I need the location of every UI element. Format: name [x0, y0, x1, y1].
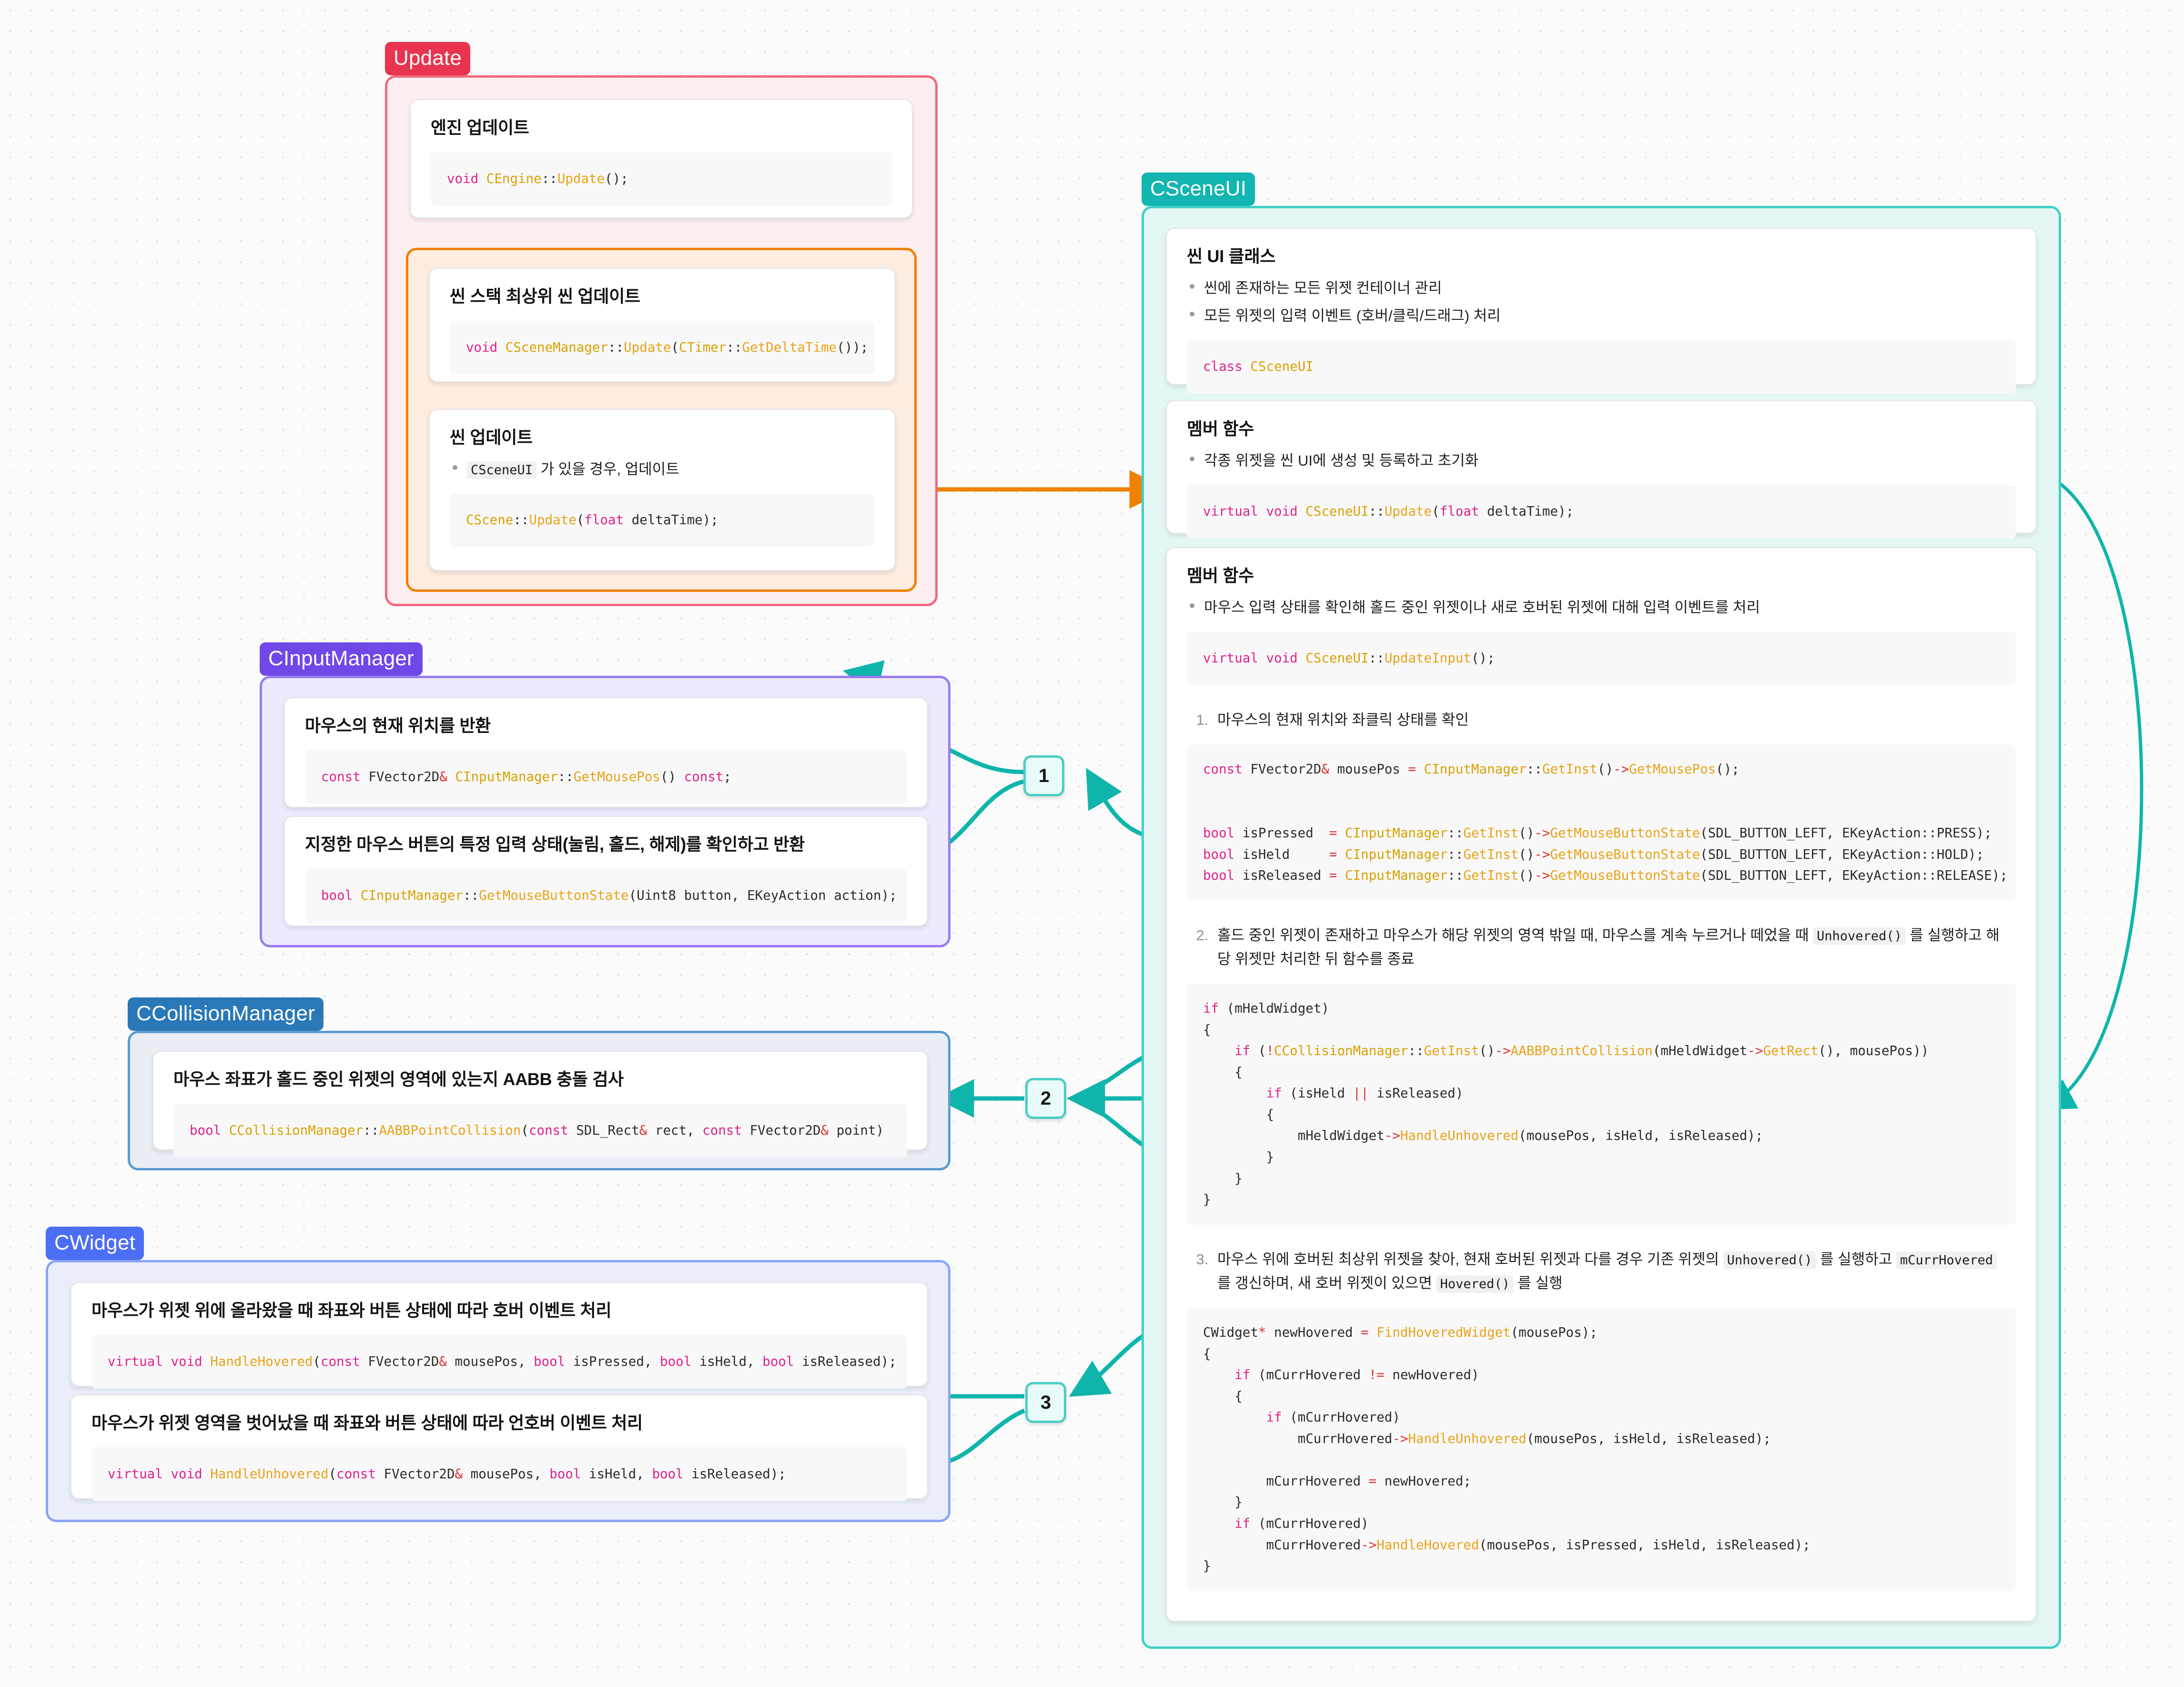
- code-block: void CSceneManager::Update(CTimer::GetDe…: [450, 320, 875, 375]
- card-title: 엔진 업데이트: [431, 118, 529, 137]
- step-list: 마우스의 현재 위치와 좌클릭 상태를 확인: [1167, 701, 2036, 732]
- step-text-b: 를 실행하고 해당 위젯만 처리한 뒤 함수를 종료: [1217, 926, 2000, 967]
- card-getmousebuttonstate: 지정한 마우스 버튼의 특정 입력 상태(눌림, 홀드, 해제)를 확인하고 반…: [284, 816, 928, 926]
- group-label-ccollisionmanager: CCollisionManager: [128, 997, 324, 1031]
- group-label-csceneui: CSceneUI: [1142, 173, 1255, 206]
- code-block-step3: CWidget* newHovered = FindHoveredWidget(…: [1187, 1308, 2016, 1591]
- card-handlehovered: 마우스가 위젯 위에 올라왔을 때 좌표와 버튼 상태에 따라 호버 이벤트 처…: [71, 1282, 928, 1389]
- code-block: virtual void HandleUnhovered(const FVect…: [91, 1447, 907, 1502]
- step-3: 마우스 위에 호버된 최상위 위젯을 찾아, 현재 호버된 위젯과 다를 경우 …: [1213, 1248, 2013, 1295]
- card-title: 마우스의 현재 위치를 반환: [305, 716, 491, 735]
- step-list: 홀드 중인 위젯이 존재하고 마우스가 해당 위젯의 영역 밖일 때, 마우스를…: [1167, 917, 2036, 971]
- list-item: CSceneUI 가 있을 경우, 업데이트: [453, 458, 875, 481]
- card-scenemanager-update: 씬 스택 최상위 씬 업데이트 void CSceneManager::Upda…: [429, 268, 896, 382]
- list-item: 씬에 존재하는 모든 위젯 컨테이너 관리: [1190, 277, 2016, 300]
- card-sceneui-class: 씬 UI 클래스 씬에 존재하는 모든 위젯 컨테이너 관리 모든 위젯의 입력…: [1166, 228, 2037, 394]
- card-title: 지정한 마우스 버튼의 특정 입력 상태(눌림, 홀드, 해제)를 확인하고 반…: [305, 834, 805, 854]
- step-text-c: 를 갱신하며, 새 호버 위젯이 있으면: [1217, 1274, 1436, 1291]
- group-label-cwidget: CWidget: [46, 1227, 144, 1260]
- connector-badge-3[interactable]: 3: [1025, 1382, 1066, 1423]
- inline-code: Unhovered(): [1813, 927, 1906, 945]
- group-label-cinputmanager: CInputManager: [260, 642, 423, 676]
- card-title: 씬 UI 클래스: [1187, 246, 1276, 266]
- code-block: class CSceneUI: [1187, 339, 2016, 394]
- card-bullets: 씬에 존재하는 모든 위젯 컨테이너 관리 모든 위젯의 입력 이벤트 (호버/…: [1167, 268, 2036, 327]
- code-block: virtual void CSceneUI::Update(float delt…: [1187, 484, 2016, 539]
- step-text-a: 홀드 중인 위젯이 존재하고 마우스가 해당 위젯의 영역 밖일 때, 마우스를…: [1217, 926, 1813, 944]
- card-scene-update: 씬 업데이트 CSceneUI 가 있을 경우, 업데이트 CScene::Up…: [429, 409, 896, 571]
- code-block: const FVector2D& CInputManager::GetMouse…: [305, 750, 907, 804]
- inline-code: Hovered(): [1436, 1275, 1514, 1293]
- inline-code: mCurrHovered: [1896, 1251, 1997, 1269]
- connector-badge-2[interactable]: 2: [1025, 1078, 1066, 1119]
- card-title: 멤버 함수: [1187, 419, 1254, 438]
- step-1: 마우스의 현재 위치와 좌클릭 상태를 확인: [1213, 708, 2013, 732]
- connector-badge-1[interactable]: 1: [1023, 755, 1064, 796]
- card-sceneui-updateinput: 멤버 함수 마우스 입력 상태를 확인해 홀드 중인 위젯이나 새로 호버된 위…: [1166, 547, 2037, 1622]
- group-label-update: Update: [385, 42, 471, 75]
- card-bullets: CSceneUI 가 있을 경우, 업데이트: [430, 449, 895, 481]
- list-item: 마우스 입력 상태를 확인해 홀드 중인 위젯이나 새로 호버된 위젯에 대해 …: [1190, 596, 2016, 619]
- code-block: bool CInputManager::GetMouseButtonState(…: [305, 868, 907, 923]
- step-list: 마우스 위에 호버된 최상위 위젯을 찾아, 현재 호버된 위젯과 다를 경우 …: [1167, 1241, 2036, 1295]
- inline-code: Unhovered(): [1723, 1251, 1816, 1269]
- card-title: 마우스 좌표가 홀드 중인 위젯의 영역에 있는지 AABB 충돌 검사: [173, 1069, 624, 1089]
- code-block: virtual void CSceneUI::UpdateInput();: [1187, 631, 2016, 686]
- inline-code: CSceneUI: [467, 461, 537, 479]
- list-item: 모든 위젯의 입력 이벤트 (호버/클릭/드래그) 처리: [1190, 305, 2016, 327]
- list-item: 각종 위젯을 씬 UI에 생성 및 등록하고 초기화: [1190, 449, 2016, 472]
- code-block-step1: const FVector2D& mousePos = CInputManage…: [1187, 744, 2016, 901]
- card-title: 멤버 함수: [1187, 566, 1254, 585]
- card-engine-update: 엔진 업데이트 void CEngine::Update();: [410, 99, 913, 218]
- card-handleunhovered: 마우스가 위젯 영역을 벗어났을 때 좌표와 버튼 상태에 따라 언호버 이벤트…: [71, 1394, 928, 1502]
- card-bullets: 마우스 입력 상태를 확인해 홀드 중인 위젯이나 새로 호버된 위젯에 대해 …: [1167, 588, 2036, 619]
- card-getmousepos: 마우스의 현재 위치를 반환 const FVector2D& CInputMa…: [284, 697, 928, 808]
- card-title: 마우스가 위젯 위에 올라왔을 때 좌표와 버튼 상태에 따라 호버 이벤트 처…: [91, 1301, 612, 1320]
- step-text-d: 를 실행: [1513, 1274, 1563, 1291]
- step-text-a: 마우스 위에 호버된 최상위 위젯을 찾아, 현재 호버된 위젯과 다를 경우 …: [1217, 1250, 1723, 1268]
- code-block: void CEngine::Update();: [431, 152, 892, 206]
- card-bullets: 각종 위젯을 씬 UI에 생성 및 등록하고 초기화: [1167, 441, 2036, 472]
- code-block-step2: if (mHeldWidget) { if (!CCollisionManage…: [1187, 984, 2016, 1225]
- bullet-tail: 가 있을 경우, 업데이트: [536, 460, 679, 478]
- code-block: bool CCollisionManager::AABBPointCollisi…: [173, 1103, 907, 1158]
- card-title: 씬 스택 최상위 씬 업데이트: [450, 286, 640, 306]
- card-aabbpointcollision: 마우스 좌표가 홀드 중인 위젯의 영역에 있는지 AABB 충돌 검사 boo…: [152, 1051, 928, 1158]
- card-title: 씬 업데이트: [450, 427, 533, 447]
- code-block: CScene::Update(float deltaTime);: [450, 493, 875, 548]
- code-block: virtual void HandleHovered(const FVector…: [91, 1334, 907, 1389]
- step-text-b: 를 실행하고: [1816, 1250, 1897, 1268]
- card-title: 마우스가 위젯 영역을 벗어났을 때 좌표와 버튼 상태에 따라 언호버 이벤트…: [91, 1413, 643, 1433]
- step-text: 마우스의 현재 위치와 좌클릭 상태를 확인: [1217, 711, 1469, 729]
- card-sceneui-update: 멤버 함수 각종 위젯을 씬 UI에 생성 및 등록하고 초기화 virtual…: [1166, 400, 2037, 539]
- step-2: 홀드 중인 위젯이 존재하고 마우스가 해당 위젯의 영역 밖일 때, 마우스를…: [1213, 924, 2013, 971]
